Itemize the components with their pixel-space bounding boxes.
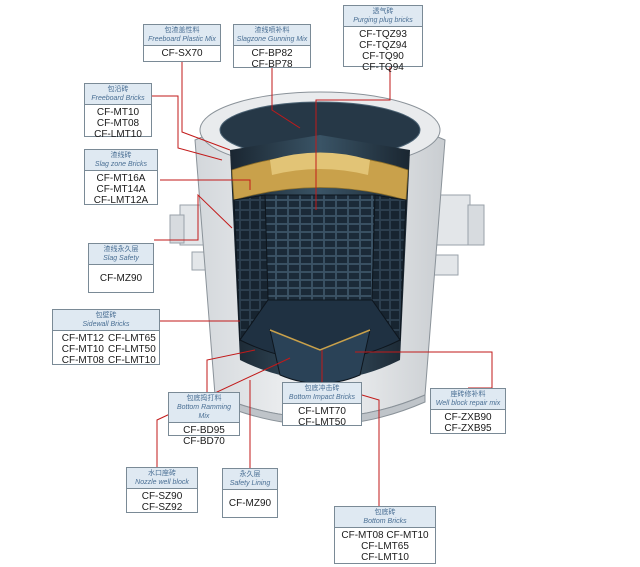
grade-code: CF-LMT65 [361,541,409,552]
callout-en: Freeboard Plastic Mix [148,36,216,43]
grade-code: CF-MT08 [341,530,384,541]
callout-cn: 永久层 [239,471,261,478]
callout-en: Bottom Impact Bricks [288,394,356,401]
callout-slag-zone-bricks: 渣线砖 Slag zone Bricks CF-MT16A CF-MT14A C… [84,149,158,206]
callout-cn: 包壁砖 [95,312,117,319]
callout-en: Purging plug bricks [353,17,413,24]
callout-en: Slagzone Gunning Mix [236,36,308,43]
grade-code: CF-LMT10 [108,355,156,366]
callout-cn: 渣线永久层 [103,246,139,253]
callout-bottom-impact-bricks: 包底冲击砖 Bottom Impact Bricks CF-LMT70 CF-L… [282,382,362,428]
grade-code: CF-MT10 [61,344,104,355]
callout-cn: 包底砖 [374,509,396,516]
grade-code: CF-ZXB95 [444,423,492,434]
callout-sidewall-bricks: 包壁砖 Sidewall Bricks CF-MT12 CF-LMT65 CF-… [52,309,160,366]
callout-slagzone-gunning-mix: 渣线喷补料 Slagzone Gunning Mix CF-BP82 CF-BP… [233,24,311,70]
grade-code: CF-TQ90 [362,51,404,62]
callout-en: Slag Safety [103,255,139,262]
grade-code: CF-LMT50 [298,417,346,428]
grade-code: CF-MZ90 [99,273,143,284]
grade-code: CF-LMT12A [93,195,149,206]
grade-code: CF-SX70 [161,48,203,59]
callout-safety-lining: 永久层 Safety Lining CF-MZ90 [222,468,278,518]
grade-code: CF-BD70 [183,436,225,447]
callout-en: Bottom Ramming Mix [176,404,232,420]
callout-purging-plug-bricks: 透气砖 Purging plug bricks CF-TQZ93 CF-TQZ9… [343,5,423,73]
grade-code: CF-TQ94 [362,62,404,73]
grade-code: CF-BD95 [183,425,225,436]
grade-code: CF-TQZ94 [359,40,407,51]
grade-code: CF-LMT50 [108,344,156,355]
callout-en: Well block repair mix [435,400,501,407]
grade-code: CF-MT12 [61,333,104,344]
callout-cn: 包渣盖性料 [164,27,200,34]
callout-nozzle-well-block: 水口座砖 Nozzle well block CF-SZ90 CF-SZ92 [126,467,198,513]
callout-cn: 座砖修补料 [450,391,486,398]
grade-code-row: CF-MT08 CF-MT10 [337,530,433,541]
grade-code: CF-MT16A [96,173,146,184]
grade-code: CF-LMT65 [108,333,156,344]
callout-bottom-bricks: 包底砖 Bottom Bricks CF-MT08 CF-MT10 CF-LMT… [334,506,436,564]
callout-en: Safety Lining [229,480,271,487]
grade-code: CF-MT08 [96,118,140,129]
grade-code: CF-MT08 [61,355,104,366]
grade-code: CF-MT10 [96,107,140,118]
back-wall-bricks [264,194,376,301]
grade-code: CF-MT10 [386,530,429,541]
callout-cn: 水口座砖 [148,470,176,477]
grade-code: CF-MT14A [96,184,146,195]
grade-code: CF-LMT10 [94,129,142,140]
grade-code: CF-LMT70 [298,406,346,417]
grade-code: CF-ZXB90 [444,412,492,423]
grade-code: CF-LMT10 [361,552,409,563]
callout-en: Bottom Bricks [363,518,407,525]
callout-well-block-repair-mix: 座砖修补料 Well block repair mix CF-ZXB90 CF-… [430,388,506,434]
grade-code: CF-BP78 [251,59,293,70]
callout-freeboard-bricks: 包沿砖 Freeboard Bricks CF-MT10 CF-MT08 CF-… [84,83,152,140]
callout-cn: 渣线喷补料 [254,27,290,34]
callout-cn: 包底捣打料 [186,395,222,402]
callout-en: Slag zone Bricks [94,161,148,168]
callout-cn: 包底冲击砖 [304,385,340,392]
callout-cn: 包沿砖 [107,86,129,93]
grade-code: CF-TQZ93 [359,29,407,40]
callout-bottom-ramming-mix: 包底捣打料 Bottom Ramming Mix CF-BD95 CF-BD70 [168,392,240,447]
callout-en: Nozzle well block [135,479,189,486]
grade-code: CF-SZ90 [141,491,183,502]
callout-en: Freeboard Bricks [91,95,145,102]
callout-cn: 透气砖 [372,8,394,15]
callout-freeboard-plastic-mix: 包渣盖性料 Freeboard Plastic Mix CF-SX70 [143,24,221,62]
callout-cn: 渣线砖 [110,152,132,159]
grade-code: CF-SZ92 [141,502,183,513]
grade-code: CF-BP82 [251,48,293,59]
callout-slag-safety: 渣线永久层 Slag Safety CF-MZ90 [88,243,154,293]
grade-code: CF-MZ90 [228,498,272,509]
callout-en: Sidewall Bricks [82,321,130,328]
